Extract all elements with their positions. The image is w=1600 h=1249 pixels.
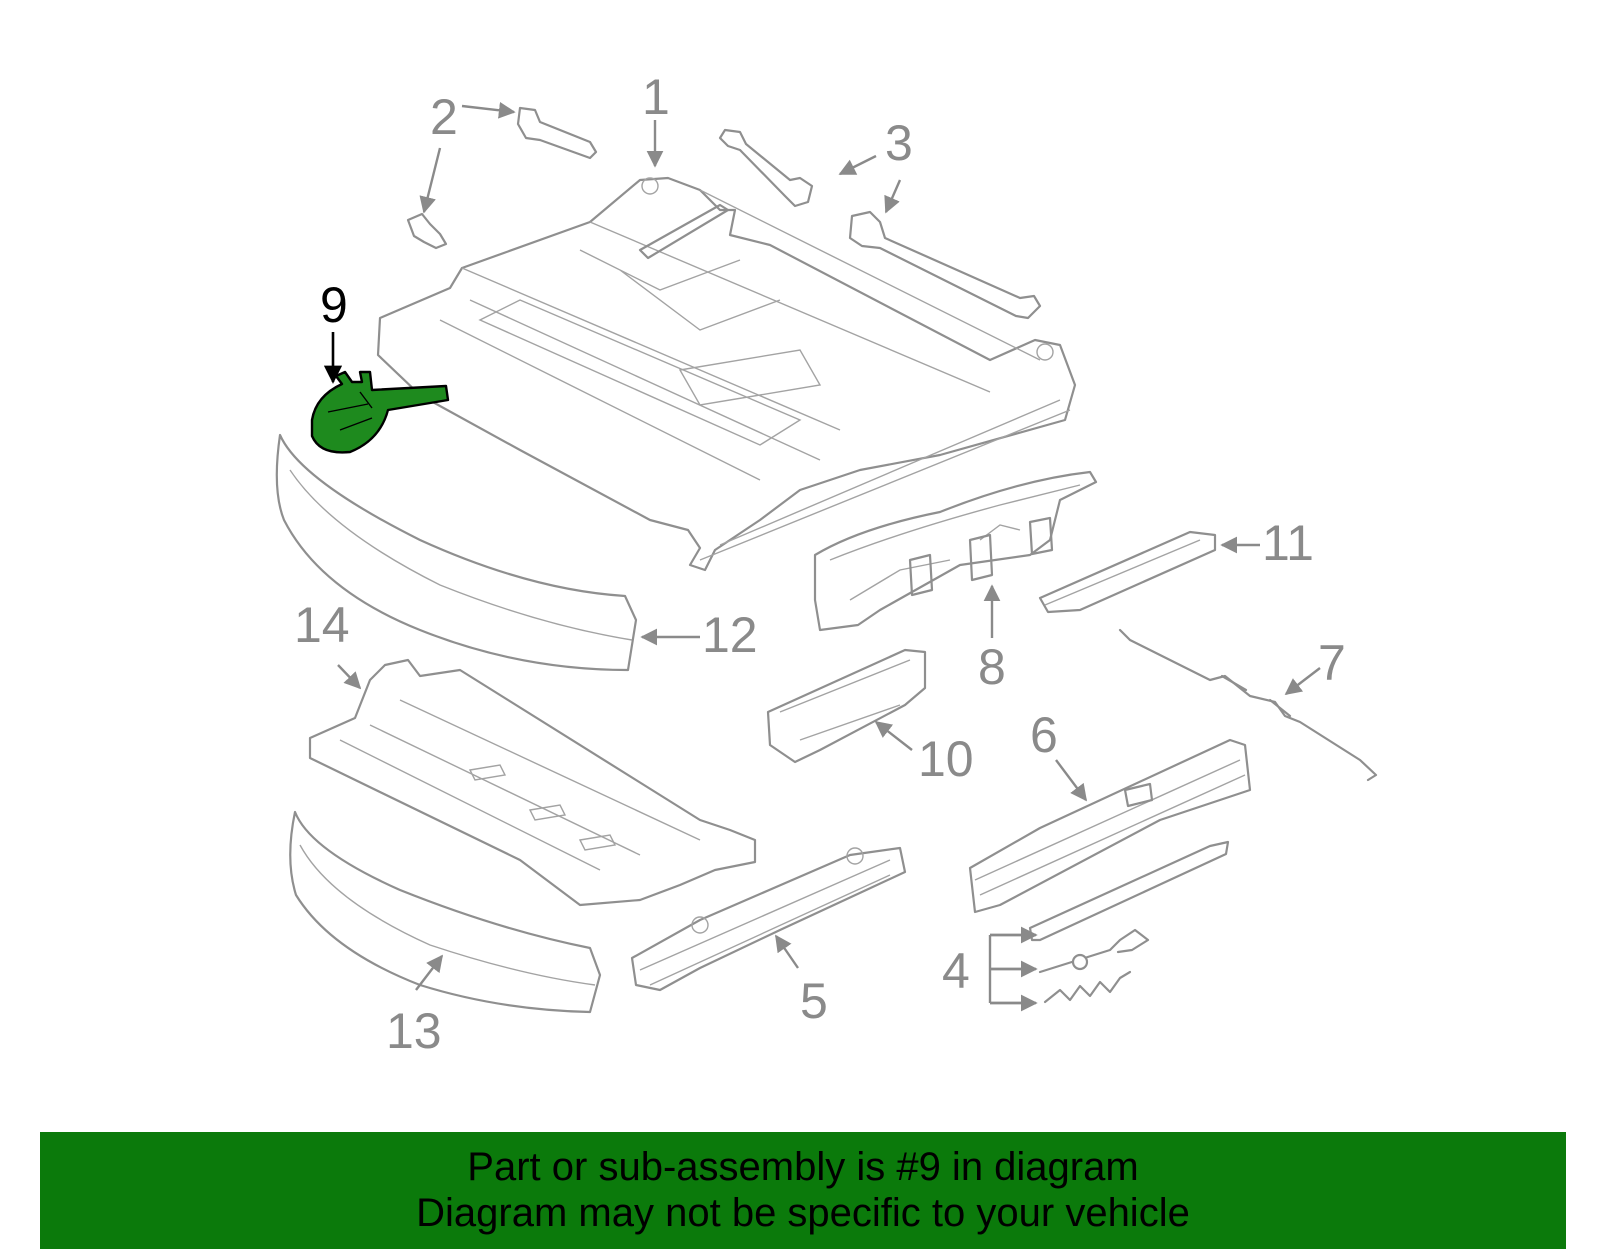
callout-14: 14 — [294, 597, 350, 653]
banner-line-2: Diagram may not be specific to your vehi… — [416, 1191, 1190, 1235]
cable-part-7 — [1118, 628, 1378, 782]
callout-8: 8 — [978, 639, 1006, 695]
callout-2: 2 — [430, 89, 458, 145]
callout-13: 13 — [386, 1003, 442, 1059]
trim-panel-part-12 — [275, 433, 638, 672]
parts-diagram: 1 2 3 9 11 12 8 7 14 10 6 4 5 13 — [275, 69, 1378, 1059]
bracket-part-8 — [813, 470, 1098, 632]
callout-1: 1 — [642, 69, 670, 125]
banner-line-1: Part or sub-assembly is #9 in diagram — [467, 1145, 1139, 1189]
callout-5: 5 — [800, 973, 828, 1029]
seat-pan-part-14 — [308, 658, 757, 907]
callout-4: 4 — [942, 943, 970, 999]
seat-track-part-5 — [630, 846, 907, 992]
callout-10: 10 — [918, 731, 974, 787]
pin-part-2 — [406, 106, 598, 250]
rail-trim-part-10 — [766, 648, 927, 764]
callout-6: 6 — [1030, 707, 1058, 763]
info-banner: Part or sub-assembly is #9 in diagram Di… — [40, 1132, 1566, 1249]
callout-12: 12 — [702, 607, 758, 663]
trim-panel-part-13 — [289, 810, 602, 1014]
callout-7: 7 — [1318, 635, 1346, 691]
leader-lines — [323, 101, 1321, 1012]
seat-track-part-6 — [968, 738, 1252, 914]
cable-part-3 — [718, 128, 1042, 320]
callout-9: 9 — [320, 277, 348, 333]
callout-3: 3 — [885, 115, 913, 171]
cover-part-9-highlighted[interactable] — [310, 370, 450, 454]
seat-frame-part-1 — [376, 176, 1077, 572]
callout-11: 11 — [1262, 515, 1314, 571]
rail-cover-part-11 — [1038, 530, 1217, 614]
